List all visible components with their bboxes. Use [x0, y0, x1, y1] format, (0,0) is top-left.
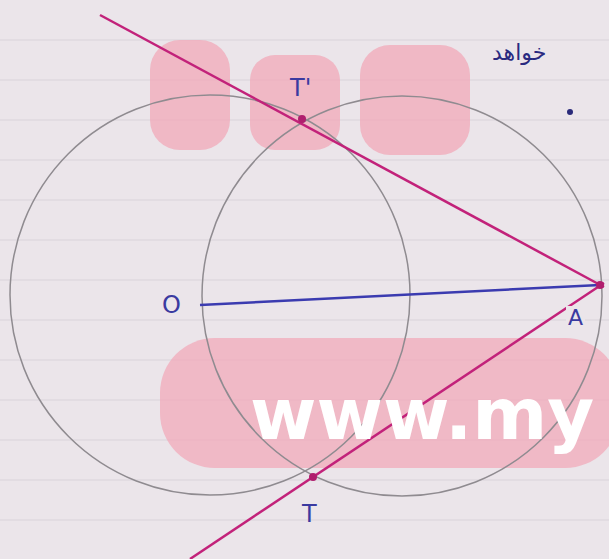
watermark: www.my: [250, 378, 594, 450]
point: [596, 281, 604, 289]
note-text: خواهد: [492, 42, 546, 64]
point-label: T: [302, 502, 317, 526]
watermark-shapes: [150, 40, 609, 468]
point-label: T': [290, 76, 311, 100]
dot: [567, 109, 573, 115]
paper-grid: [0, 40, 609, 520]
point-label: O: [162, 293, 181, 317]
tangent-line: [100, 15, 604, 287]
point: [309, 473, 317, 481]
point: [298, 115, 306, 123]
tangent-line: [190, 283, 604, 559]
segment-oa: [200, 285, 600, 305]
point-label: A: [566, 306, 585, 330]
